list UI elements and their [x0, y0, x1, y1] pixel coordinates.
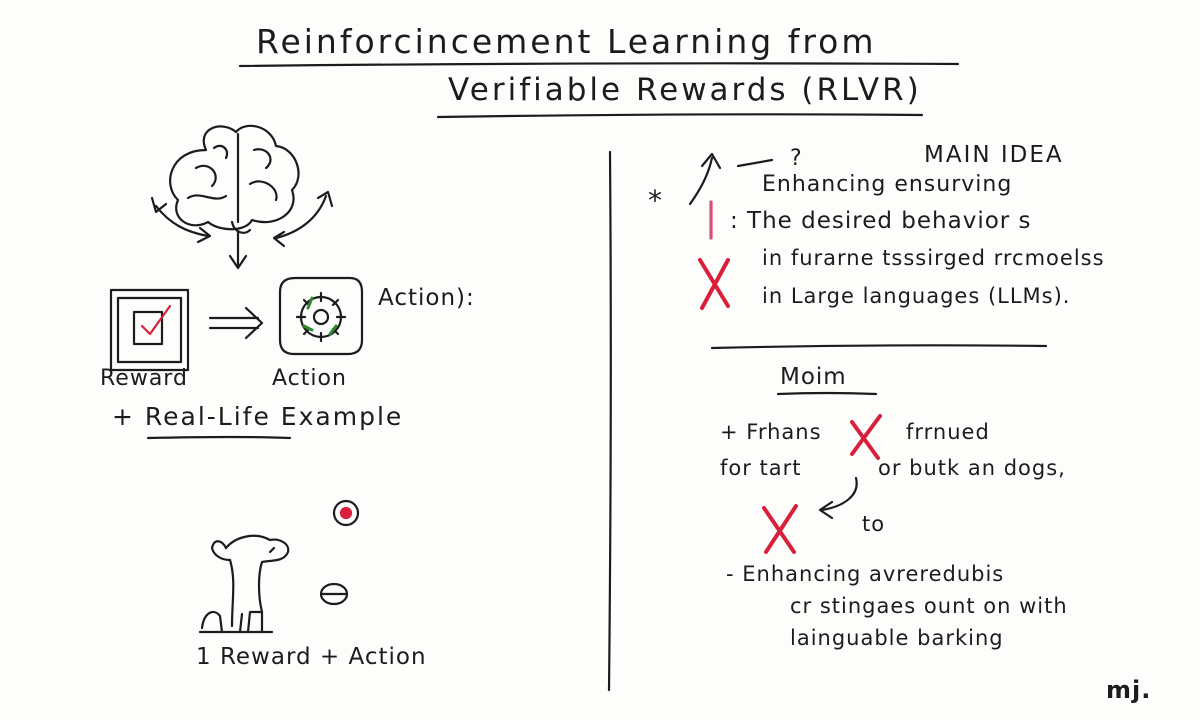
heading2-underline [776, 391, 878, 396]
main-idea-heading: MAIN IDEA [924, 142, 1064, 168]
s2-line2b: or butk an dogs, [878, 456, 1066, 480]
s2-line1b: frrnued [906, 420, 990, 444]
left-arrowhead-a [150, 196, 168, 214]
brain-icon [169, 124, 300, 234]
action-label: Action): [378, 285, 475, 311]
curved-arrow [820, 476, 858, 512]
red-x-icon-2 [850, 414, 882, 460]
down-arrowhead [228, 254, 248, 270]
example-heading: + Real-Life Example [112, 402, 404, 431]
bottom-caption: 1 Reward + Action [196, 644, 427, 670]
example-underline [146, 435, 292, 440]
ball-core [339, 506, 353, 520]
s2-bottom-3: lainguable barking [790, 626, 1004, 650]
treat-icon [319, 582, 349, 606]
action-caption: Action [272, 366, 347, 391]
s2-line2a: for tart [720, 456, 802, 480]
action-box-icon [278, 276, 364, 356]
upward-arrowhead [700, 152, 722, 170]
section-divider [710, 344, 1048, 350]
signature: mj. [1106, 676, 1152, 704]
reward-checkmark-icon [140, 304, 172, 336]
action-gear-accents [302, 296, 338, 336]
upward-arrow [688, 156, 714, 206]
reward-box-icon [109, 288, 190, 372]
title-underline-1 [238, 62, 960, 68]
idea-line-1: Enhancing ensurving [762, 172, 1013, 197]
dash-mark [736, 158, 774, 168]
right-curved-arrow [274, 194, 328, 240]
ball-icon [332, 499, 360, 527]
section2-heading: Moim [780, 364, 847, 390]
idea-line-2: : The desired behavior s [730, 208, 1032, 234]
implies-arrow-icon [208, 306, 264, 340]
s2-bottom-1: - Enhancing avreredubis [726, 562, 1005, 586]
reward-caption: Reward [100, 366, 188, 391]
right-arrowhead-b [272, 230, 286, 248]
top-question-mark: ? [790, 146, 803, 171]
star-mark: * [648, 184, 663, 217]
curved-arrowhead [818, 500, 834, 520]
s2-line1a: + Frhans [720, 420, 822, 444]
right-arrowhead-a [316, 190, 334, 208]
idea-line-3: in furarne tsssirged rrcmoelss [762, 246, 1105, 270]
title-underline-2 [436, 113, 924, 119]
red-x-icon-1 [698, 258, 730, 310]
s2-to: to [862, 512, 886, 536]
title-line-1: Reinforcincement Learning from [256, 22, 877, 61]
title-line-2: Verifiable Rewards (RLVR) [448, 72, 922, 108]
dog-icon [198, 534, 290, 634]
idea-line-4: in Large languages (LLMs). [762, 284, 1071, 308]
center-divider [607, 150, 612, 692]
red-x-icon-3 [762, 504, 798, 554]
s2-bottom-2: cr stingaes ount on with [790, 594, 1068, 618]
left-arrowhead-b [196, 226, 212, 244]
